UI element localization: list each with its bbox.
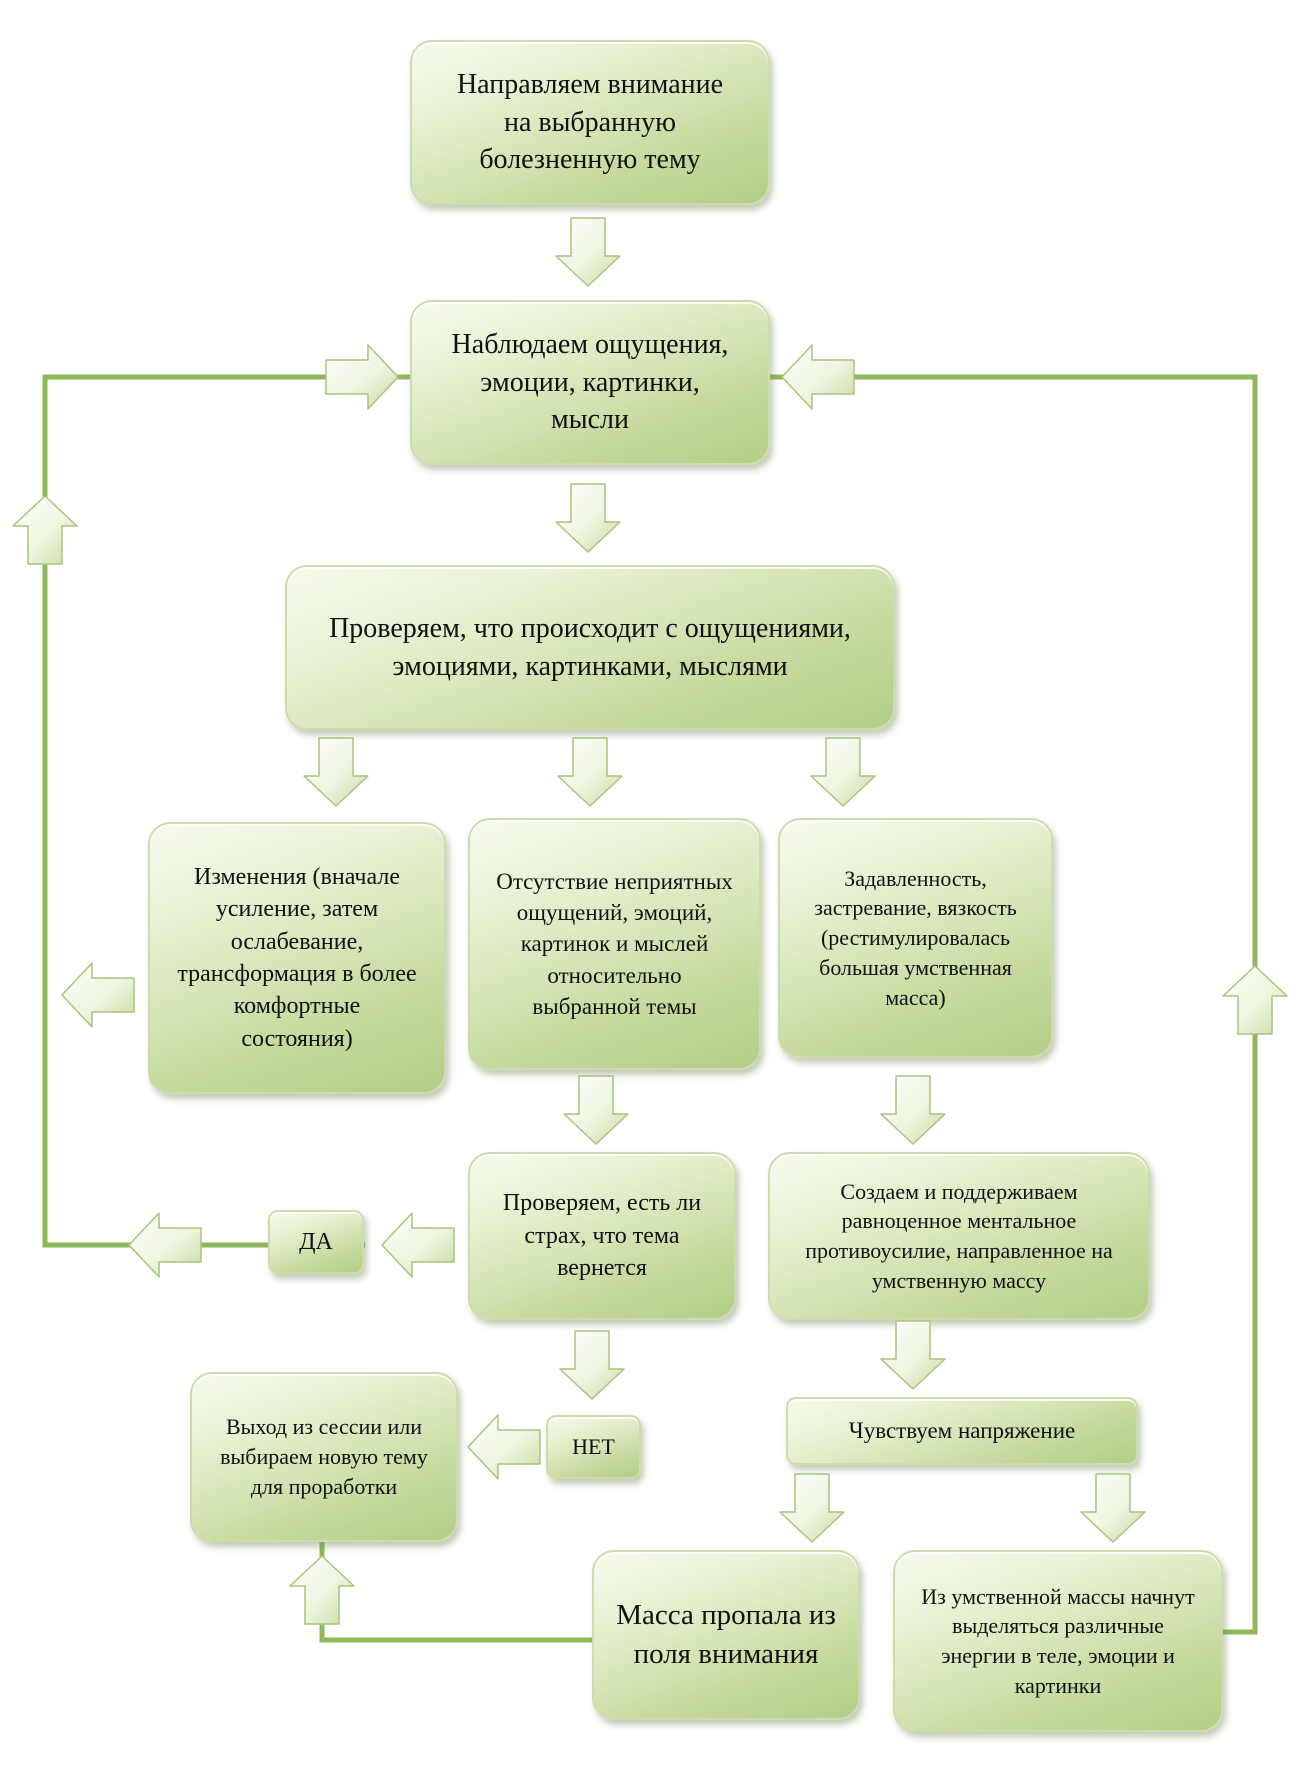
feel-tension-text: Чувствуем напряжение bbox=[848, 1418, 1076, 1444]
check-fear-box: Проверяем, есть ли страх, что тема верне… bbox=[468, 1152, 736, 1320]
counter-effort-text: Создаем и поддерживаем равноценное мента… bbox=[805, 1178, 1113, 1293]
absence-text: Отсутствие неприятных ощущений, эмоций, … bbox=[496, 869, 733, 1019]
observe-text: Наблюдаем ощущения, эмоции, картинки, мы… bbox=[451, 328, 729, 436]
bottom-exit-line bbox=[319, 1540, 592, 1643]
changes-text: Изменения (вначале усиление, затем ослаб… bbox=[177, 863, 417, 1052]
yes-label: ДА bbox=[299, 1228, 333, 1255]
mass-gone-text: Масса пропала из поля внимания bbox=[616, 1598, 836, 1670]
check-what-happens-box: Проверяем, что происходит с ощущениями, … bbox=[285, 565, 895, 730]
observe-box: Наблюдаем ощущения, эмоции, картинки, мы… bbox=[410, 300, 770, 465]
exit-session-text: Выход из сессии или выбираем новую тему … bbox=[220, 1414, 428, 1499]
no-label: НЕТ bbox=[572, 1434, 615, 1460]
changes-box: Изменения (вначале усиление, затем ослаб… bbox=[148, 822, 446, 1094]
yes-label-box: ДА bbox=[268, 1210, 364, 1274]
focus-topic-text: Направляем внимание на выбранную болезне… bbox=[456, 68, 724, 176]
check-fear-text: Проверяем, есть ли страх, что тема верне… bbox=[502, 1190, 702, 1282]
check-what-happens-text: Проверяем, что происходит с ощущениями, … bbox=[329, 612, 851, 682]
focus-topic-box: Направляем внимание на выбранную болезне… bbox=[410, 40, 770, 205]
stuck-box: Задавленность, застревание, вязкость (ре… bbox=[778, 818, 1053, 1058]
stuck-text: Задавленность, застревание, вязкость (ре… bbox=[814, 865, 1017, 1010]
feel-tension-box: Чувствуем напряжение bbox=[786, 1397, 1138, 1465]
left-feedback-line bbox=[42, 374, 410, 1248]
mass-gone-box: Масса пропала из поля внимания bbox=[592, 1550, 860, 1720]
counter-effort-box: Создаем и поддерживаем равноценное мента… bbox=[768, 1152, 1150, 1320]
exit-session-box: Выход из сессии или выбираем новую тему … bbox=[190, 1372, 458, 1542]
absence-box: Отсутствие неприятных ощущений, эмоций, … bbox=[468, 818, 761, 1070]
no-label-box: НЕТ bbox=[546, 1415, 641, 1479]
energies-released-box: Из умственной массы начнут выделяться ра… bbox=[893, 1550, 1223, 1732]
energies-released-text: Из умственной массы начнут выделяться ра… bbox=[921, 1583, 1195, 1698]
